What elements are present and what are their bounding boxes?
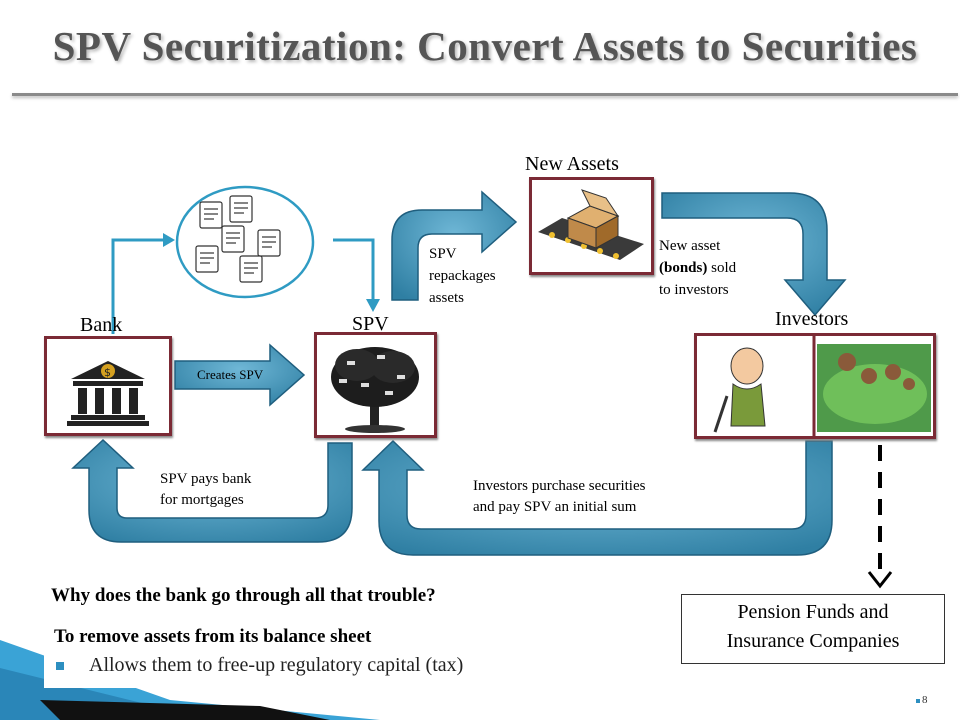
title-divider [12, 93, 958, 96]
bank-to-pool-arrowhead [163, 233, 175, 247]
investors-label: Investors [775, 308, 849, 330]
decorative-corner-stripe [0, 640, 380, 720]
conveyor-box-icon [538, 189, 644, 260]
question-text: Why does the bank go through all that tr… [51, 585, 436, 606]
new-assets-box [529, 177, 654, 275]
creates-spv-label: Creates SPV [197, 367, 264, 382]
spv-repackages-label: SPV repackages assets [429, 246, 496, 306]
pool-to-spv-line [333, 238, 375, 305]
creates-spv-arrow [174, 343, 306, 407]
bank-to-pool-line [111, 238, 168, 334]
answer-panel: To remove assets from its balance sheet … [44, 620, 604, 688]
spv-repackages-arrow [391, 190, 518, 301]
investors-purchase-label: Investors purchase securities and pay SP… [473, 478, 646, 515]
pension-arrowhead [867, 571, 893, 589]
svg-text:$: $ [104, 366, 111, 379]
money-tree-icon [331, 347, 419, 433]
spv-box [314, 332, 437, 438]
page-number: 8 [922, 694, 928, 706]
page-number-marker [916, 699, 920, 703]
new-asset-sold-label: New asset (bonds) sold to investors [659, 238, 737, 298]
investors-box [694, 333, 936, 439]
answer-bullet-text: Allows them to free-up regulatory capita… [89, 654, 464, 676]
new-asset-sold-arrow [661, 192, 847, 317]
bank-label: Bank [80, 314, 123, 336]
bullet-marker [56, 662, 64, 670]
slide-title: SPV Securitization: Convert Assets to Se… [52, 23, 918, 69]
new-assets-label: New Assets [525, 153, 619, 175]
pool-to-spv-arrowhead [366, 299, 380, 312]
spv-pays-bank-arrow [71, 438, 353, 543]
bank-box: $ [44, 336, 172, 436]
spv-pays-bank-label: SPV pays bank for mortgages [160, 471, 252, 508]
mortgage-documents-icon [195, 195, 281, 283]
bank-building-icon: $ [67, 361, 149, 426]
investors-people-icon [697, 336, 931, 436]
spv-label: SPV [352, 313, 389, 335]
answer-heading: To remove assets from its balance sheet [54, 626, 372, 647]
investors-purchase-arrow [361, 439, 833, 556]
pension-funds-box: Pension Funds and Insurance Companies [681, 594, 945, 664]
